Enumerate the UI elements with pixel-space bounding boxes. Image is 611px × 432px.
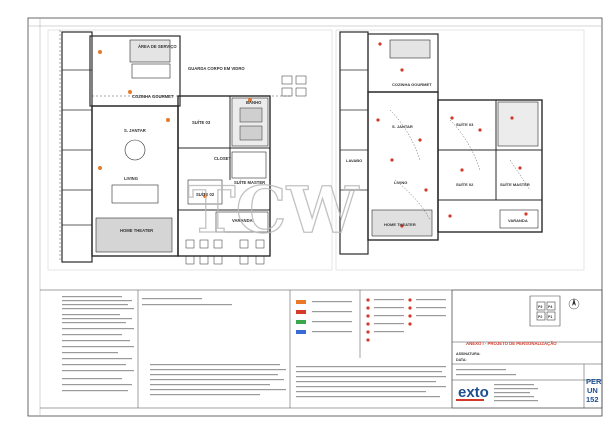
unit-number: 152 (586, 395, 599, 404)
notes-text-blocks (62, 296, 446, 398)
north-arrow-icon (568, 298, 580, 310)
label-suite: SUÍTE 03 (192, 120, 211, 125)
label-area-servico: ÁREA DE SERVIÇO (138, 44, 177, 49)
label-suite-2: SUÍTE 02 (196, 192, 215, 197)
label-banho: BANHO (246, 100, 262, 105)
r-label-lavabo: LAVABO (346, 158, 362, 163)
titleblock-text-lines (456, 369, 538, 402)
key-tag-p3: P3 (538, 305, 542, 309)
key-tag-p4: P4 (548, 305, 552, 309)
key-plan-icon (529, 295, 561, 327)
product-code: PER (586, 377, 602, 386)
r-label-cozinha: COZINHA GOURMET (392, 82, 432, 87)
label-guarda-corpo: GUARDA CORPO EM VIDRO (188, 66, 245, 71)
label-cozinha: COZINHA GOURMET (132, 94, 174, 99)
signature-label: ASSINATURA: (456, 352, 481, 356)
label-suite-master: SUÍTE MASTER (234, 180, 265, 185)
r-label-varanda: VARANDA (508, 218, 528, 223)
watermark: TCW (188, 173, 360, 248)
r-label-living: LIVING (394, 180, 407, 185)
r-label-suite-master: SUÍTE MASTER (500, 182, 530, 187)
label-jantar: S. JANTAR (124, 128, 146, 133)
annex-title: ANEXO I - PROJETO DE PERSONALIZAÇÃO (466, 341, 557, 346)
r-label-suite: SUÍTE 03 (456, 122, 474, 127)
label-varanda: VARANDA (232, 218, 253, 223)
r-label-jantar: S. JANTAR (392, 124, 413, 129)
product-code-2: UN (587, 386, 598, 395)
symbol-legend (366, 298, 446, 342)
date-label: DATA: (456, 358, 467, 362)
right-plan-electrical-points (376, 42, 528, 228)
brand-logo: exto (458, 384, 489, 401)
key-tag-p1: P1 (548, 315, 552, 319)
outer-border (27, 17, 603, 417)
key-tag-p2: P2 (538, 315, 542, 319)
label-living: LIVING (124, 176, 138, 181)
r-label-home-theater: HOME THEATER (384, 222, 416, 227)
left-plan-markers (98, 50, 252, 198)
plan-left-architecture (47, 29, 333, 271)
label-closet: CLOSET (214, 156, 231, 161)
label-home-theater: HOME THEATER (120, 228, 153, 233)
legend-swatches (296, 300, 352, 334)
plan-right-electrical (335, 29, 585, 271)
r-label-suite-2: SUÍTE 02 (456, 182, 474, 187)
title-block (451, 289, 603, 409)
